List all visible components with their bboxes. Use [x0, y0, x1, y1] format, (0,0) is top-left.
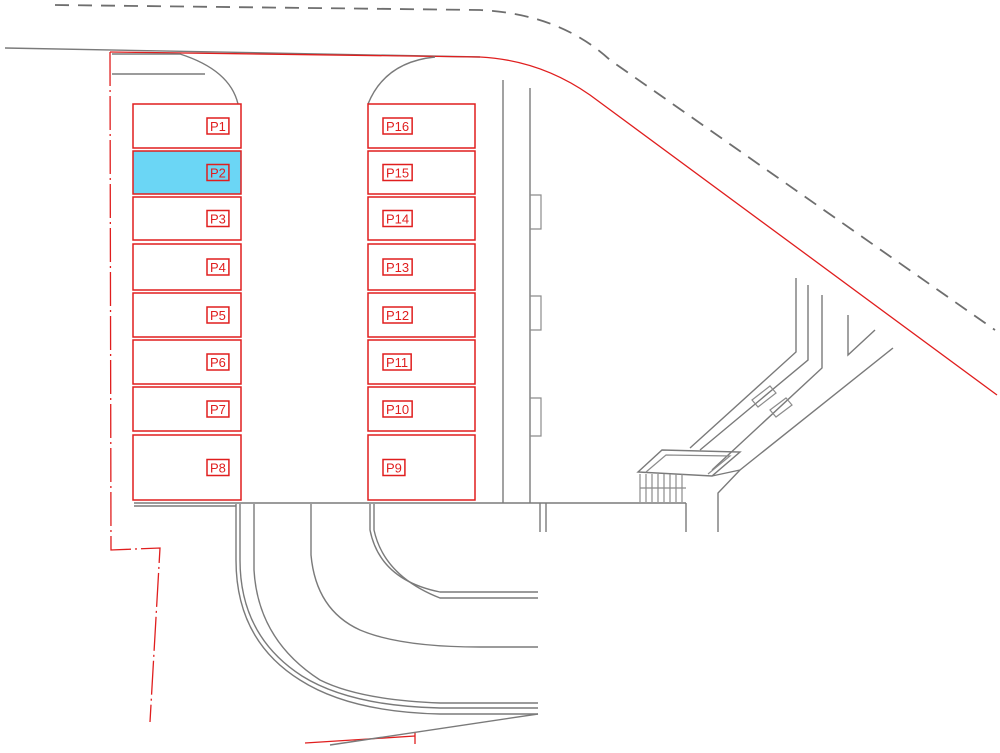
- ramp-right-5: [717, 347, 894, 532]
- parking-space-label: P9: [386, 461, 402, 476]
- stair-treads: [639, 474, 686, 502]
- parking-space-label: P6: [210, 355, 226, 370]
- ramp-right-1: [689, 278, 797, 449]
- ramp-railing-2: [769, 397, 793, 418]
- parking-space-p4[interactable]: P4: [132, 243, 242, 291]
- ramp-curve-small: [369, 504, 538, 593]
- parking-space-label: P12: [386, 308, 409, 323]
- parking-space-p11[interactable]: P11: [367, 339, 476, 385]
- parking-space-label-box: [206, 209, 230, 228]
- parking-space-label-box: [206, 258, 230, 276]
- parking-space-label-box: [206, 458, 230, 477]
- parking-space-label: P10: [386, 402, 409, 417]
- ramp-curve-inner: [310, 504, 538, 648]
- ramp-curve-outer: [235, 504, 538, 715]
- property-boundary: [109, 51, 998, 396]
- parking-space-label-box: [382, 306, 413, 324]
- parking-space-label-box: [206, 163, 230, 182]
- road-edge-dashed: [54, 4, 996, 331]
- stair-side: [711, 469, 741, 477]
- parking-space-label-box: [206, 353, 230, 371]
- parking-space-label: P3: [210, 212, 226, 227]
- parking-space-label: P11: [386, 355, 408, 370]
- island-middle-curve: [367, 56, 436, 105]
- parking-space-label: P2: [210, 166, 226, 181]
- walkway-post-1: [530, 194, 542, 230]
- parking-space-label: P8: [210, 461, 226, 476]
- parking-space-p14[interactable]: P14: [367, 196, 476, 241]
- parking-space-p2[interactable]: P2: [132, 150, 242, 195]
- parking-space-p12[interactable]: P12: [367, 292, 476, 338]
- parking-space-label: P1: [210, 119, 226, 134]
- ramp-right-2: [699, 285, 809, 451]
- parking-space-label: P15: [386, 166, 409, 181]
- island-left-curve: [112, 53, 239, 105]
- parking-space-p9[interactable]: P9: [367, 434, 476, 501]
- parking-space-label: P4: [210, 260, 226, 275]
- parking-space-label-box: [382, 458, 406, 477]
- parking-space-label-box: [382, 400, 413, 418]
- parking-space-p13[interactable]: P13: [367, 243, 476, 291]
- ramp-right-3: [711, 295, 823, 471]
- parking-space-label-box: [382, 258, 413, 276]
- property-boundary-south: [304, 735, 416, 744]
- parking-space-label-box: [206, 400, 230, 418]
- parking-space-p6[interactable]: P6: [132, 339, 242, 385]
- parking-space-p3[interactable]: P3: [132, 196, 242, 241]
- parking-space-p1[interactable]: P1: [132, 103, 242, 149]
- stair-landing-inner: [645, 454, 732, 475]
- parking-space-p8[interactable]: P8: [132, 434, 242, 501]
- parking-space-label: P5: [210, 308, 226, 323]
- parking-space-label-box: [382, 353, 412, 371]
- walkway-post-3: [530, 397, 542, 437]
- ramp-exit-diagonal: [329, 713, 539, 746]
- parking-space-label: P14: [386, 212, 409, 227]
- parking-space-p16[interactable]: P16: [367, 103, 476, 149]
- ramp-curve-small-2: [373, 504, 538, 599]
- parking-space-label-box: [382, 163, 413, 182]
- parking-space-label-box: [206, 306, 230, 324]
- parking-space-p15[interactable]: P15: [367, 150, 476, 195]
- property-boundary-west: [109, 51, 161, 723]
- parking-space-label-box: [206, 117, 230, 135]
- stair-landing: [636, 449, 742, 477]
- ramp-railing-1: [751, 385, 777, 408]
- parking-space-label-box: [382, 209, 413, 228]
- parking-space-label: P7: [210, 402, 226, 417]
- parking-space-p5[interactable]: P5: [132, 292, 242, 338]
- parking-space-label-box: [382, 117, 413, 135]
- parking-space-label: P16: [386, 119, 409, 134]
- parking-space-label: P13: [386, 260, 409, 275]
- parking-space-p10[interactable]: P10: [367, 386, 476, 432]
- walkway-post-2: [530, 295, 542, 331]
- ramp-curve-outer-2: [239, 504, 538, 709]
- parking-space-p7[interactable]: P7: [132, 386, 242, 432]
- ramp-right-4: [847, 315, 876, 357]
- ramp-curve-mid: [253, 504, 538, 704]
